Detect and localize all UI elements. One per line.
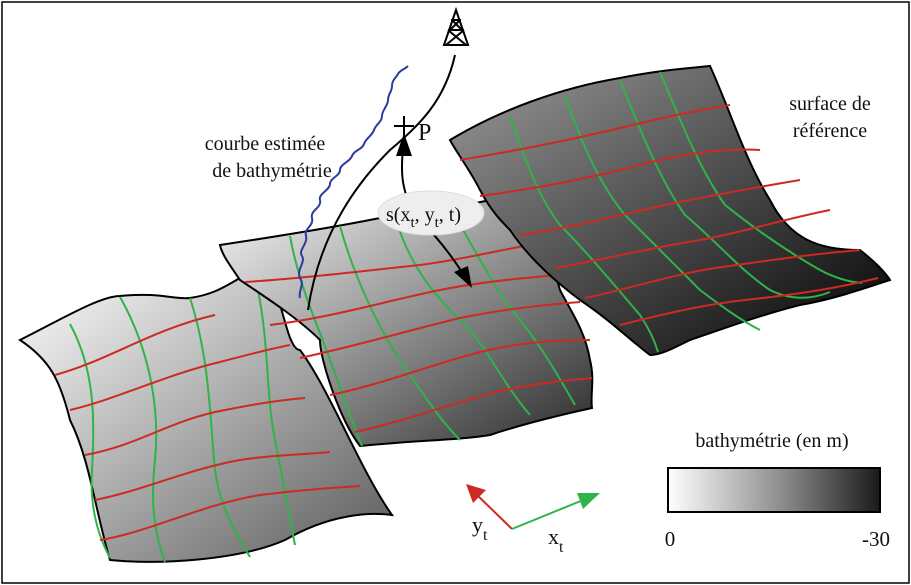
colorbar-max-label: -30	[862, 527, 890, 551]
surface-reference-label-2: référence	[793, 120, 867, 142]
signal-main: s(x	[386, 204, 410, 226]
axis-y-main: y	[472, 512, 483, 537]
arrow-head-up	[396, 133, 412, 156]
curve-label-2: de bathymétrie	[212, 160, 332, 182]
colorbar	[667, 467, 881, 513]
signal-sub-1: t	[410, 215, 415, 231]
axis-x-arrow	[511, 493, 600, 530]
trajectory-curve	[307, 54, 456, 311]
colorbar-title: bathymétrie (en m)	[695, 430, 848, 452]
surface-patch-middle	[218, 198, 594, 448]
colorbar-min-label: 0	[665, 527, 676, 551]
arrow-head-down	[454, 266, 472, 288]
signal-label-bubble	[377, 190, 485, 236]
point-p-label: P	[418, 120, 431, 146]
axis-y-sub: t	[483, 527, 488, 544]
signal-end: , t)	[439, 204, 461, 226]
curve-label: courbe estimée	[205, 133, 326, 155]
axis-x-main: x	[548, 524, 559, 549]
axis-x-sub: t	[559, 539, 564, 556]
antenna-tower-icon	[442, 6, 470, 46]
signal-label: s(xt, yt, t)	[386, 204, 461, 231]
surface-reference-label: surface de	[789, 93, 871, 115]
axis-y-arrow	[466, 484, 513, 530]
estimated-bathymetry-curve	[298, 65, 409, 299]
signal-mid: , y	[415, 204, 435, 226]
surface-patch-left	[18, 266, 395, 563]
axis-y-label: yt	[472, 512, 488, 544]
surface-patch-right	[448, 64, 892, 357]
point-p-marker	[394, 116, 414, 136]
axis-x-label: xt	[548, 524, 564, 556]
signal-sub-2: t	[435, 215, 440, 231]
